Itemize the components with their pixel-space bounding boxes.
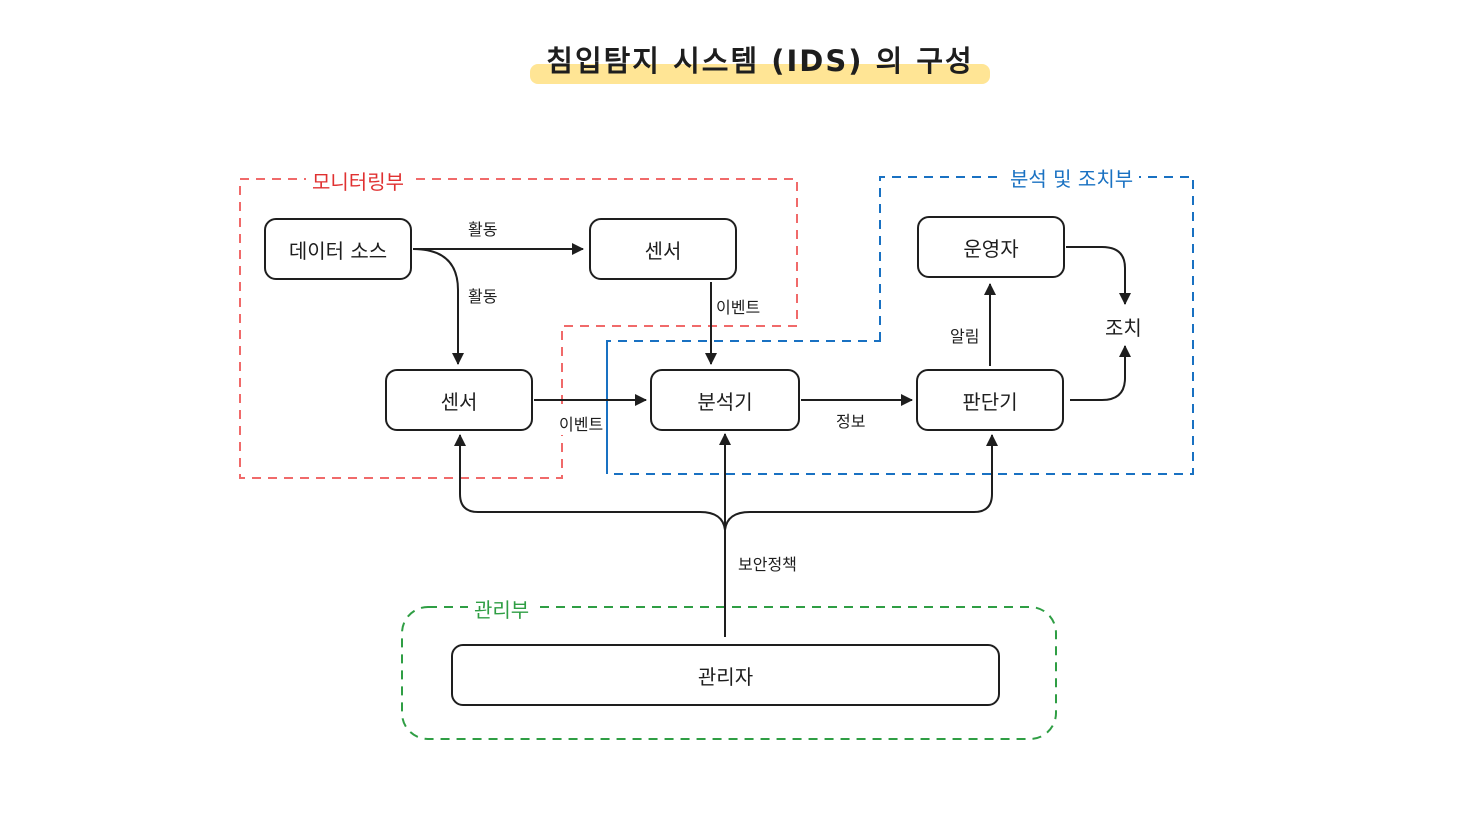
activity-label-right: 활동 bbox=[466, 216, 500, 240]
monitoring-group-border bbox=[239, 178, 798, 479]
operator-node: 운영자 bbox=[917, 216, 1065, 278]
policy-branch-right bbox=[724, 434, 998, 531]
event-label-bottom: 이벤트 bbox=[557, 411, 606, 435]
management-group-label: 관리부 bbox=[468, 594, 536, 623]
analyzer-node: 분석기 bbox=[650, 369, 800, 431]
policy-branch-left bbox=[454, 434, 726, 531]
decider-node: 판단기 bbox=[916, 369, 1064, 431]
arrow-operator-to-action bbox=[1066, 246, 1131, 305]
data-source-node: 데이터 소스 bbox=[264, 218, 412, 280]
sensor-bottom-node: 센서 bbox=[385, 369, 533, 431]
activity-label-down: 활동 bbox=[466, 283, 500, 307]
monitoring-group-label: 모니터링부 bbox=[306, 166, 410, 195]
info-label: 정보 bbox=[834, 408, 868, 432]
admin-node: 관리자 bbox=[451, 644, 1000, 706]
arrow-decider-to-action bbox=[1070, 345, 1131, 401]
sensor-top-node: 센서 bbox=[589, 218, 737, 280]
analysis-group-label: 분석 및 조치부 bbox=[1004, 163, 1140, 192]
event-label-top: 이벤트 bbox=[714, 294, 763, 318]
arrow-source-to-sensor-bottom bbox=[412, 248, 464, 365]
security-policy-label: 보안정책 bbox=[736, 551, 799, 575]
management-group-border bbox=[401, 606, 1057, 740]
action-label: 조치 bbox=[1105, 316, 1142, 340]
alert-label: 알림 bbox=[948, 323, 982, 347]
diagram-title: 침입탐지 시스템 (IDS) 의 구성 bbox=[546, 44, 974, 78]
title-highlight bbox=[530, 64, 990, 84]
